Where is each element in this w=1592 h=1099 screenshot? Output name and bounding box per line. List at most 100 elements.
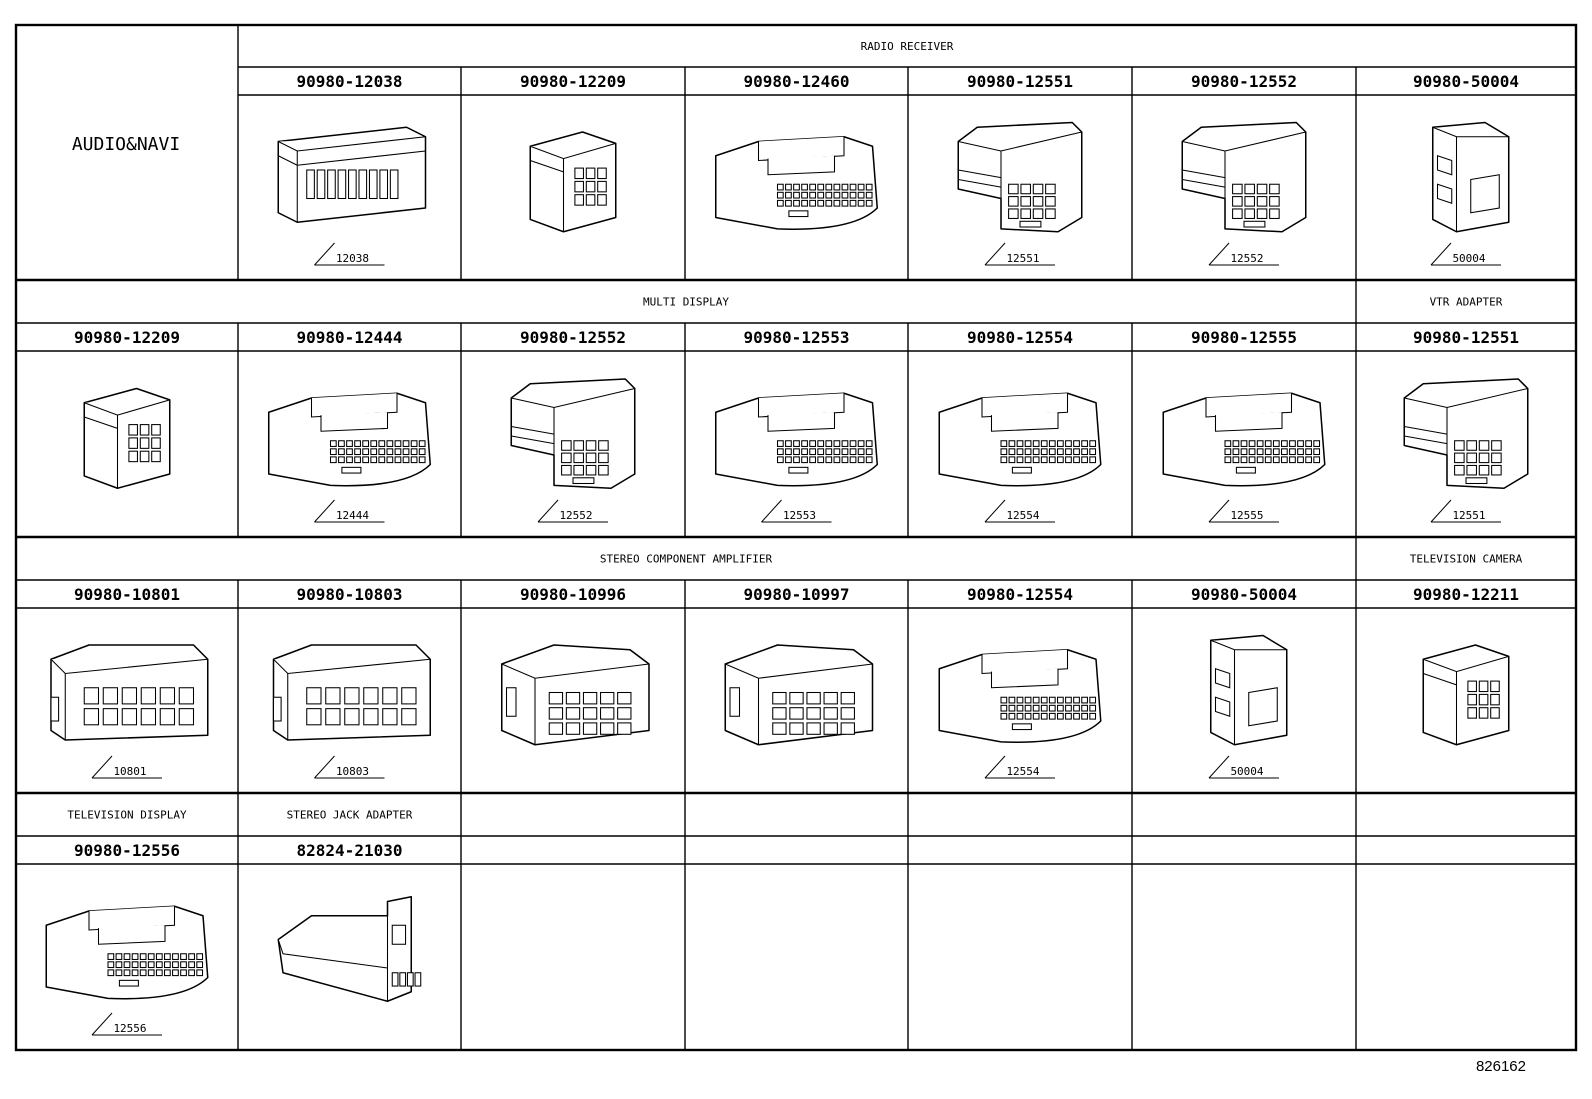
callout-text: 12556 bbox=[113, 1022, 146, 1035]
part-number: 90980-50004 bbox=[1191, 585, 1297, 604]
connector-cell: 90980-12460 bbox=[714, 72, 879, 230]
callout-label: 12555 bbox=[1208, 499, 1279, 523]
part-number: 90980-12444 bbox=[297, 328, 403, 347]
part-number: 90980-12209 bbox=[74, 328, 180, 347]
section-label: TELEVISION DISPLAY bbox=[67, 809, 187, 822]
callout-text: 12552 bbox=[559, 509, 592, 522]
connector-cell: 90980-12211 bbox=[1413, 585, 1519, 746]
callout-label: 12551 bbox=[1430, 499, 1501, 523]
part-number: 90980-12552 bbox=[520, 328, 626, 347]
callout-text: 12444 bbox=[336, 509, 369, 522]
section-label: RADIO RECEIVER bbox=[861, 40, 954, 53]
callout-text: 50004 bbox=[1452, 252, 1485, 265]
connector-grid-icon bbox=[50, 644, 209, 741]
connector-cell: 90980-12554 12554 bbox=[938, 328, 1102, 523]
connector-cell: 90980-12552 12552 bbox=[1181, 72, 1307, 266]
callout-text: 12554 bbox=[1006, 509, 1039, 522]
connector-curved-icon bbox=[714, 135, 879, 230]
section-label: STEREO JACK ADAPTER bbox=[287, 809, 413, 822]
connector-cell: 82824-21030 bbox=[277, 841, 422, 1003]
table-grid bbox=[14, 23, 1578, 1052]
connector-cell: 90980-12552 12552 bbox=[510, 328, 636, 523]
callout-label: 12038 bbox=[314, 242, 385, 266]
part-number: 90980-12553 bbox=[744, 328, 850, 347]
part-number: 90980-12209 bbox=[520, 72, 626, 91]
figure-id: 826162 bbox=[1475, 1058, 1526, 1075]
part-number: 90980-50004 bbox=[1413, 72, 1519, 91]
part-number: 90980-12554 bbox=[967, 328, 1073, 347]
section-label: VTR ADAPTER bbox=[1430, 296, 1503, 309]
section-label: TELEVISION CAMERA bbox=[1410, 553, 1523, 566]
part-number: 90980-12551 bbox=[967, 72, 1073, 91]
part-number: 90980-10997 bbox=[744, 585, 850, 604]
connector-cell: 90980-12038 12038 bbox=[277, 72, 427, 266]
section-label: STEREO COMPONENT AMPLIFIER bbox=[600, 553, 773, 566]
connector-square-icon bbox=[1422, 644, 1510, 746]
callout-label: 50004 bbox=[1430, 242, 1501, 266]
callout-text: 12552 bbox=[1230, 252, 1263, 265]
callout-label: 12553 bbox=[761, 499, 832, 523]
callout-label: 12444 bbox=[314, 499, 385, 523]
callout-text: 12554 bbox=[1006, 765, 1039, 778]
connector-jack-icon bbox=[277, 895, 422, 1003]
part-number: 90980-12555 bbox=[1191, 328, 1297, 347]
connector-wide-icon bbox=[277, 126, 427, 224]
connector-cell: 90980-12553 12553 bbox=[714, 328, 879, 523]
connector-frame-icon bbox=[1181, 121, 1307, 233]
connector-curved-icon bbox=[714, 392, 879, 487]
part-number: 90980-12211 bbox=[1413, 585, 1519, 604]
connector-block-icon bbox=[500, 644, 650, 746]
title-cell: AUDIO&NAVI bbox=[72, 134, 180, 155]
part-number: 90980-12460 bbox=[744, 72, 850, 91]
connector-cell: 90980-12551 12551 bbox=[957, 72, 1083, 266]
callout-label: 12554 bbox=[984, 755, 1055, 779]
connector-frame-icon bbox=[957, 121, 1083, 233]
callout-text: 12551 bbox=[1006, 252, 1039, 265]
part-number: 90980-12552 bbox=[1191, 72, 1297, 91]
connector-cell: 90980-10996 bbox=[500, 585, 650, 746]
callout-text: 10801 bbox=[113, 765, 146, 778]
part-number: 90980-10996 bbox=[520, 585, 626, 604]
callout-label: 12554 bbox=[984, 499, 1055, 523]
part-number: 90980-12554 bbox=[967, 585, 1073, 604]
connector-curved-icon bbox=[267, 392, 432, 487]
connector-curved-icon bbox=[1162, 392, 1326, 487]
callout-text: 12551 bbox=[1452, 509, 1485, 522]
connector-frame-icon bbox=[1403, 378, 1529, 490]
part-number: 90980-10801 bbox=[74, 585, 180, 604]
section-label: MULTI DISPLAY bbox=[643, 296, 729, 309]
table-cells: RADIO RECEIVER 90980-12038 12038 90980-1220… bbox=[45, 40, 1529, 1036]
connector-cell: 90980-12556 12556 bbox=[45, 841, 209, 1036]
callout-label: 12552 bbox=[537, 499, 608, 523]
connector-cell: 90980-12554 12554 bbox=[938, 585, 1102, 779]
connector-cell: 90980-50004 50004 bbox=[1191, 585, 1297, 779]
callout-label: 10803 bbox=[314, 755, 385, 779]
connector-grid-icon bbox=[272, 644, 432, 741]
connector-block-icon bbox=[724, 644, 874, 746]
callout-label: 12556 bbox=[91, 1012, 162, 1036]
connector-cell: 90980-10801 10801 bbox=[50, 585, 209, 779]
callout-label: 10801 bbox=[91, 755, 162, 779]
connector-cell: 90980-50004 50004 bbox=[1413, 72, 1519, 266]
connector-curved-icon bbox=[45, 905, 209, 1000]
callout-text: 12555 bbox=[1230, 509, 1263, 522]
connector-curved-icon bbox=[938, 648, 1102, 743]
connector-tall-icon bbox=[1209, 634, 1288, 746]
connector-frame-icon bbox=[510, 378, 636, 490]
connector-cell: 90980-10997 bbox=[724, 585, 874, 746]
connector-tall-icon bbox=[1431, 121, 1510, 233]
connector-square-icon bbox=[529, 131, 617, 233]
connector-cell: 90980-12209 bbox=[520, 72, 626, 233]
connector-cell: 90980-12555 12555 bbox=[1162, 328, 1326, 523]
callout-label: 50004 bbox=[1208, 755, 1279, 779]
part-number: 90980-12038 bbox=[297, 72, 403, 91]
callout-label: 12552 bbox=[1208, 242, 1279, 266]
callout-text: 12553 bbox=[783, 509, 816, 522]
callout-text: 10803 bbox=[336, 765, 369, 778]
connector-cell: 90980-12444 12444 bbox=[267, 328, 432, 523]
part-number: 90980-12556 bbox=[74, 841, 180, 860]
connector-curved-icon bbox=[938, 392, 1102, 487]
